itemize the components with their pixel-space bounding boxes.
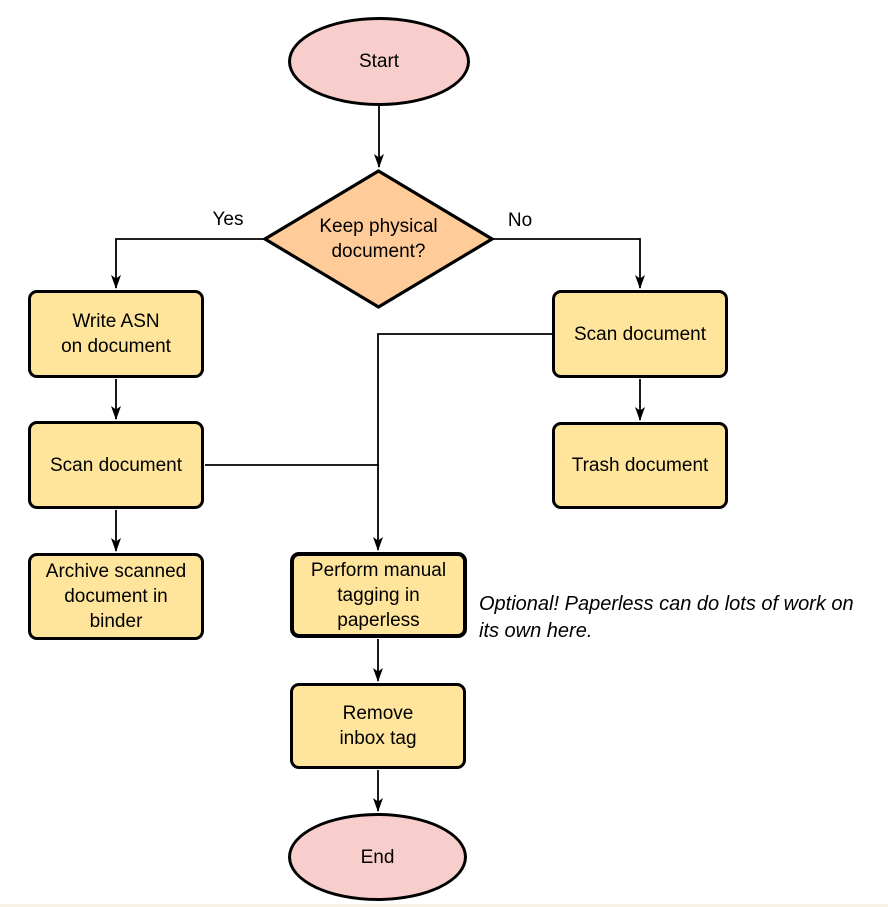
node-archive-binder: Archive scanned document in binder (28, 553, 204, 640)
node-archive-binder-label: Archive scanned document in binder (45, 561, 187, 632)
node-scan-document-right: Scan document (552, 290, 728, 378)
node-start-label: Start (358, 51, 400, 72)
diamond-outline (262, 169, 495, 309)
node-scan-document-left: Scan document (28, 421, 204, 509)
edge-decision-write-asn (111, 238, 265, 289)
diamond-shape (262, 169, 495, 309)
node-write-asn-label: Write ASN on document (61, 311, 171, 357)
annotation-note: Optional! Paperless can do lots of work … (479, 593, 854, 642)
node-manual-tagging: Perform manual tagging in paperless (290, 552, 467, 638)
node-end: End (288, 813, 467, 901)
node-scan-document-right-label: Scan document (573, 323, 707, 345)
node-remove-inbox-tag: Remove inbox tag (290, 683, 466, 769)
node-start: Start (288, 17, 470, 106)
node-remove-inbox-tag-label: Remove inbox tag (339, 703, 417, 749)
edge-label-no: No (507, 210, 533, 231)
node-end-label: End (360, 846, 395, 868)
page-bottom-edge (0, 904, 888, 907)
node-manual-tagging-label: Perform manual tagging in paperless (310, 559, 447, 631)
edge-scan-right-tagging (373, 333, 552, 551)
node-decision-label: Keep physical document? (319, 216, 438, 262)
node-decision: Keep physical document? (262, 168, 495, 310)
node-trash-document-label: Trash document (571, 455, 709, 476)
edge-decision-scan-right (490, 238, 645, 289)
node-write-asn: Write ASN on document (28, 290, 204, 378)
node-scan-document-left-label: Scan document (49, 454, 183, 476)
node-trash-document: Trash document (552, 422, 728, 509)
edge-label-yes: Yes (212, 209, 244, 230)
